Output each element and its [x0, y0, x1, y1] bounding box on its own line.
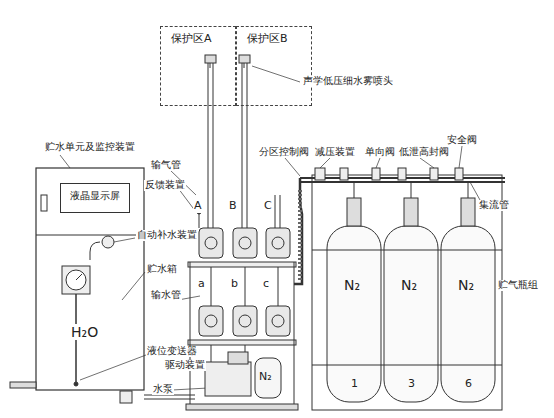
part-label: 液位变送器 [146, 346, 198, 357]
medium-label: N₂ [343, 277, 361, 293]
lcd-screen: 液晶显示屏 [60, 183, 130, 213]
part-label: 单向阀 [364, 147, 396, 158]
callout-number: 1 [350, 378, 359, 391]
part-label: 低泄高封阀 [398, 147, 450, 158]
part-label: 输水管 [150, 290, 182, 301]
pipe-letter: A [193, 200, 203, 213]
part-label: 驱动装置 [164, 360, 206, 371]
pipe-letter: b [230, 278, 239, 291]
part-label: 减压装置 [314, 147, 356, 158]
part-label: 贮水单元及监控装置 [44, 142, 136, 153]
part-label: 自动补水装置 [136, 230, 198, 241]
pipe-letter: a [197, 278, 206, 291]
callout-number: 3 [407, 378, 416, 391]
part-label: 分区控制阀 [258, 147, 310, 158]
part-label: 贮水箱 [146, 264, 178, 275]
protection-zone: 保护区B [236, 26, 312, 106]
medium-label: H₂O [70, 324, 99, 340]
medium-label: N₂ [457, 277, 475, 293]
node-text: 液晶显示屏 [61, 184, 129, 208]
part-label: 声学低压细水雾喷头 [302, 76, 394, 87]
part-label: 安全阀 [446, 135, 478, 146]
part-label: 集流管 [478, 200, 510, 211]
part-label: 贮气瓶组 [497, 280, 539, 291]
pipe-letter: B [228, 200, 238, 213]
medium-label: N₂ [400, 277, 418, 293]
part-label: 反馈装置 [144, 180, 186, 191]
node-text: 保护区A [161, 29, 212, 45]
medium-label: N₂ [258, 371, 273, 384]
pipe-letter: C [263, 200, 273, 213]
callout-number: 6 [464, 378, 473, 391]
node-text: 保护区B [237, 29, 288, 45]
pipe-letter: c [262, 278, 270, 291]
protection-zone: 保护区A [160, 26, 236, 106]
part-label: 输气管 [150, 160, 182, 171]
part-label: 水泵 [152, 384, 174, 395]
